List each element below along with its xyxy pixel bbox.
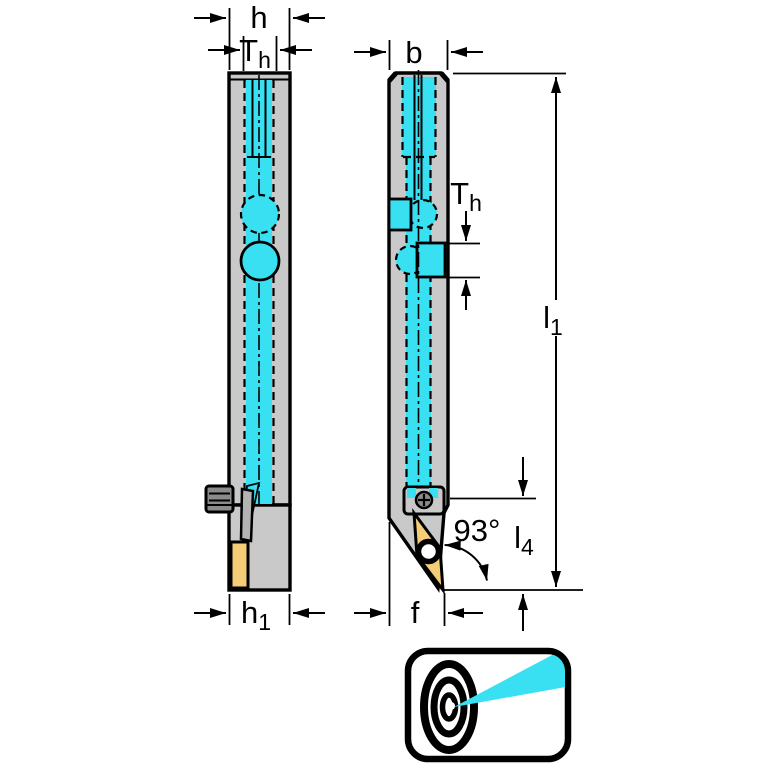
front-view: b Th l1 l4 93°: [354, 35, 583, 631]
tool-direction-cone: [454, 654, 565, 707]
clamp-finger-side: [239, 487, 255, 543]
dim-label-h1: h1: [241, 595, 271, 635]
coolant-port-left: [387, 197, 413, 232]
side-coolant-port: [239, 240, 281, 282]
cross-hole-hidden: [407, 198, 439, 230]
dim-label-angle: 93°: [454, 513, 501, 548]
dim-label-b: b: [405, 35, 422, 70]
dim-angle-93: 93°: [444, 513, 501, 581]
dim-l4: l4: [443, 457, 583, 631]
insert-side-view: [229, 540, 250, 590]
dim-label-l1: l1: [543, 300, 563, 340]
target-ring-outer: [420, 660, 478, 754]
side-coolant-port-hidden: [239, 193, 281, 235]
icon-content: [420, 654, 565, 754]
dim-th-side: Th: [208, 33, 312, 73]
dim-th-front: Th: [448, 176, 482, 310]
dim-label-th-side: Th: [239, 33, 271, 73]
screw-drive-cross: [418, 494, 430, 506]
machining-direction-icon: [404, 647, 572, 763]
dim-b: b: [354, 35, 483, 70]
dim-label-th-front: Th: [450, 176, 482, 216]
dim-label-f: f: [411, 595, 420, 630]
target-ring-middle: [430, 676, 468, 738]
dim-l1: l1: [453, 72, 566, 587]
angle-arc: [444, 540, 489, 581]
dim-label-l4: l4: [514, 520, 534, 560]
dim-h1: h1: [194, 594, 325, 635]
chamfer-right: [439, 71, 450, 83]
insert-screw-hole: [415, 538, 442, 565]
dim-h: h: [194, 0, 325, 70]
chamfer-left: [387, 71, 398, 83]
clamp-coolant-chip: [429, 488, 438, 498]
clamp-coolant-chip: [407, 488, 416, 498]
dim-f: f: [354, 522, 483, 630]
clamp-screw-head-side: [204, 484, 235, 514]
coolant-port-right: [415, 241, 447, 279]
dim-label-h: h: [250, 0, 267, 35]
side-view: h Th h1: [194, 0, 325, 635]
target-center-dot: [447, 702, 455, 710]
